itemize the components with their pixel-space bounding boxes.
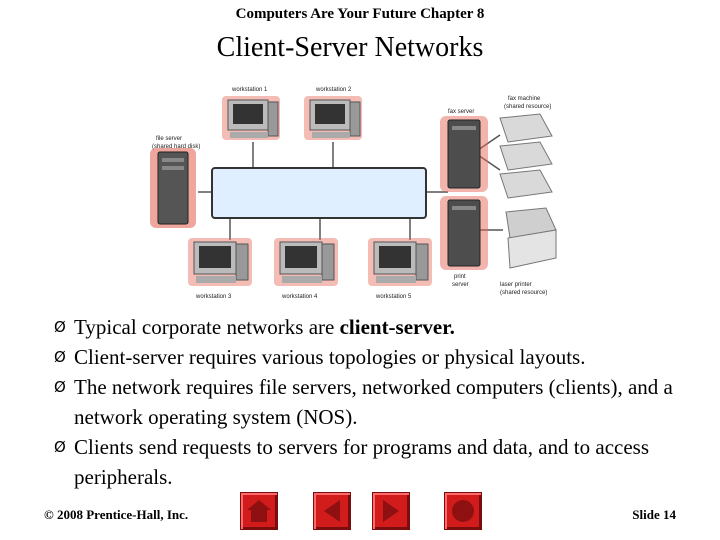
fax-machine-sublabel: (shared resource): [504, 104, 551, 110]
laser-printer-sublabel: (shared resource): [500, 290, 547, 296]
workstation-4: [274, 238, 338, 286]
home-icon: [247, 500, 271, 522]
bullet-item: Ø The network requires file servers, net…: [54, 372, 704, 432]
workstation-5-label: workstation 5: [375, 294, 412, 300]
file-server: [150, 148, 196, 228]
bullet-arrow-icon: Ø: [54, 318, 66, 336]
file-server-label: file server: [156, 136, 182, 142]
workstation-2: [304, 96, 362, 140]
bullet-item: Ø Typical corporate networks are client-…: [54, 312, 704, 342]
network-diagram-svg: file server (shared hard disk) workstati…: [150, 87, 557, 300]
connection-lines: [198, 134, 503, 240]
laser-printer: [505, 207, 557, 269]
print-server-label-2: server: [452, 282, 469, 288]
client-server-diagram: file server (shared hard disk) workstati…: [148, 80, 560, 302]
bullet-arrow-icon: Ø: [54, 378, 66, 396]
workstation-1-label: workstation 1: [231, 87, 268, 93]
workstation-3: [188, 238, 252, 286]
fax-server-label: fax server: [448, 109, 474, 115]
end-show-icon: [452, 500, 474, 522]
workstation-3-label: workstation 3: [195, 294, 232, 300]
home-button[interactable]: [240, 492, 278, 530]
slide-title: Client-Server Networks: [216, 32, 484, 63]
fax-machine-label: fax machine: [508, 96, 541, 102]
laser-printer-label: laser printer: [500, 282, 532, 288]
print-server-label: print: [454, 274, 466, 280]
slide-header: Computers Are Your Future Chapter 8: [235, 6, 485, 22]
workstation-2-label: workstation 2: [315, 87, 352, 93]
fax-server: [440, 116, 488, 192]
fax-machines: [499, 113, 553, 199]
forward-button[interactable]: [372, 492, 410, 530]
back-arrow-icon: [324, 500, 340, 522]
forward-arrow-icon: [383, 500, 399, 522]
slide-number: Slide 14: [632, 507, 676, 522]
bullet-arrow-icon: Ø: [54, 438, 66, 456]
file-server-sublabel: (shared hard disk): [152, 144, 200, 150]
bullet-arrow-icon: Ø: [54, 348, 66, 366]
copyright-text: © 2008 Prentice-Hall, Inc.: [44, 507, 189, 522]
end-show-button[interactable]: [444, 492, 482, 530]
bullet-item: Ø Clients send requests to servers for p…: [54, 432, 704, 492]
bullet-item: Ø Client-server requires various topolog…: [54, 342, 704, 372]
bullet-list: Ø Typical corporate networks are client-…: [54, 312, 704, 492]
workstation-1: [222, 96, 280, 140]
print-server: [440, 196, 488, 270]
workstation-5: [368, 238, 432, 286]
network-hub: [211, 167, 427, 219]
workstation-4-label: workstation 4: [281, 294, 318, 300]
back-button[interactable]: [313, 492, 351, 530]
